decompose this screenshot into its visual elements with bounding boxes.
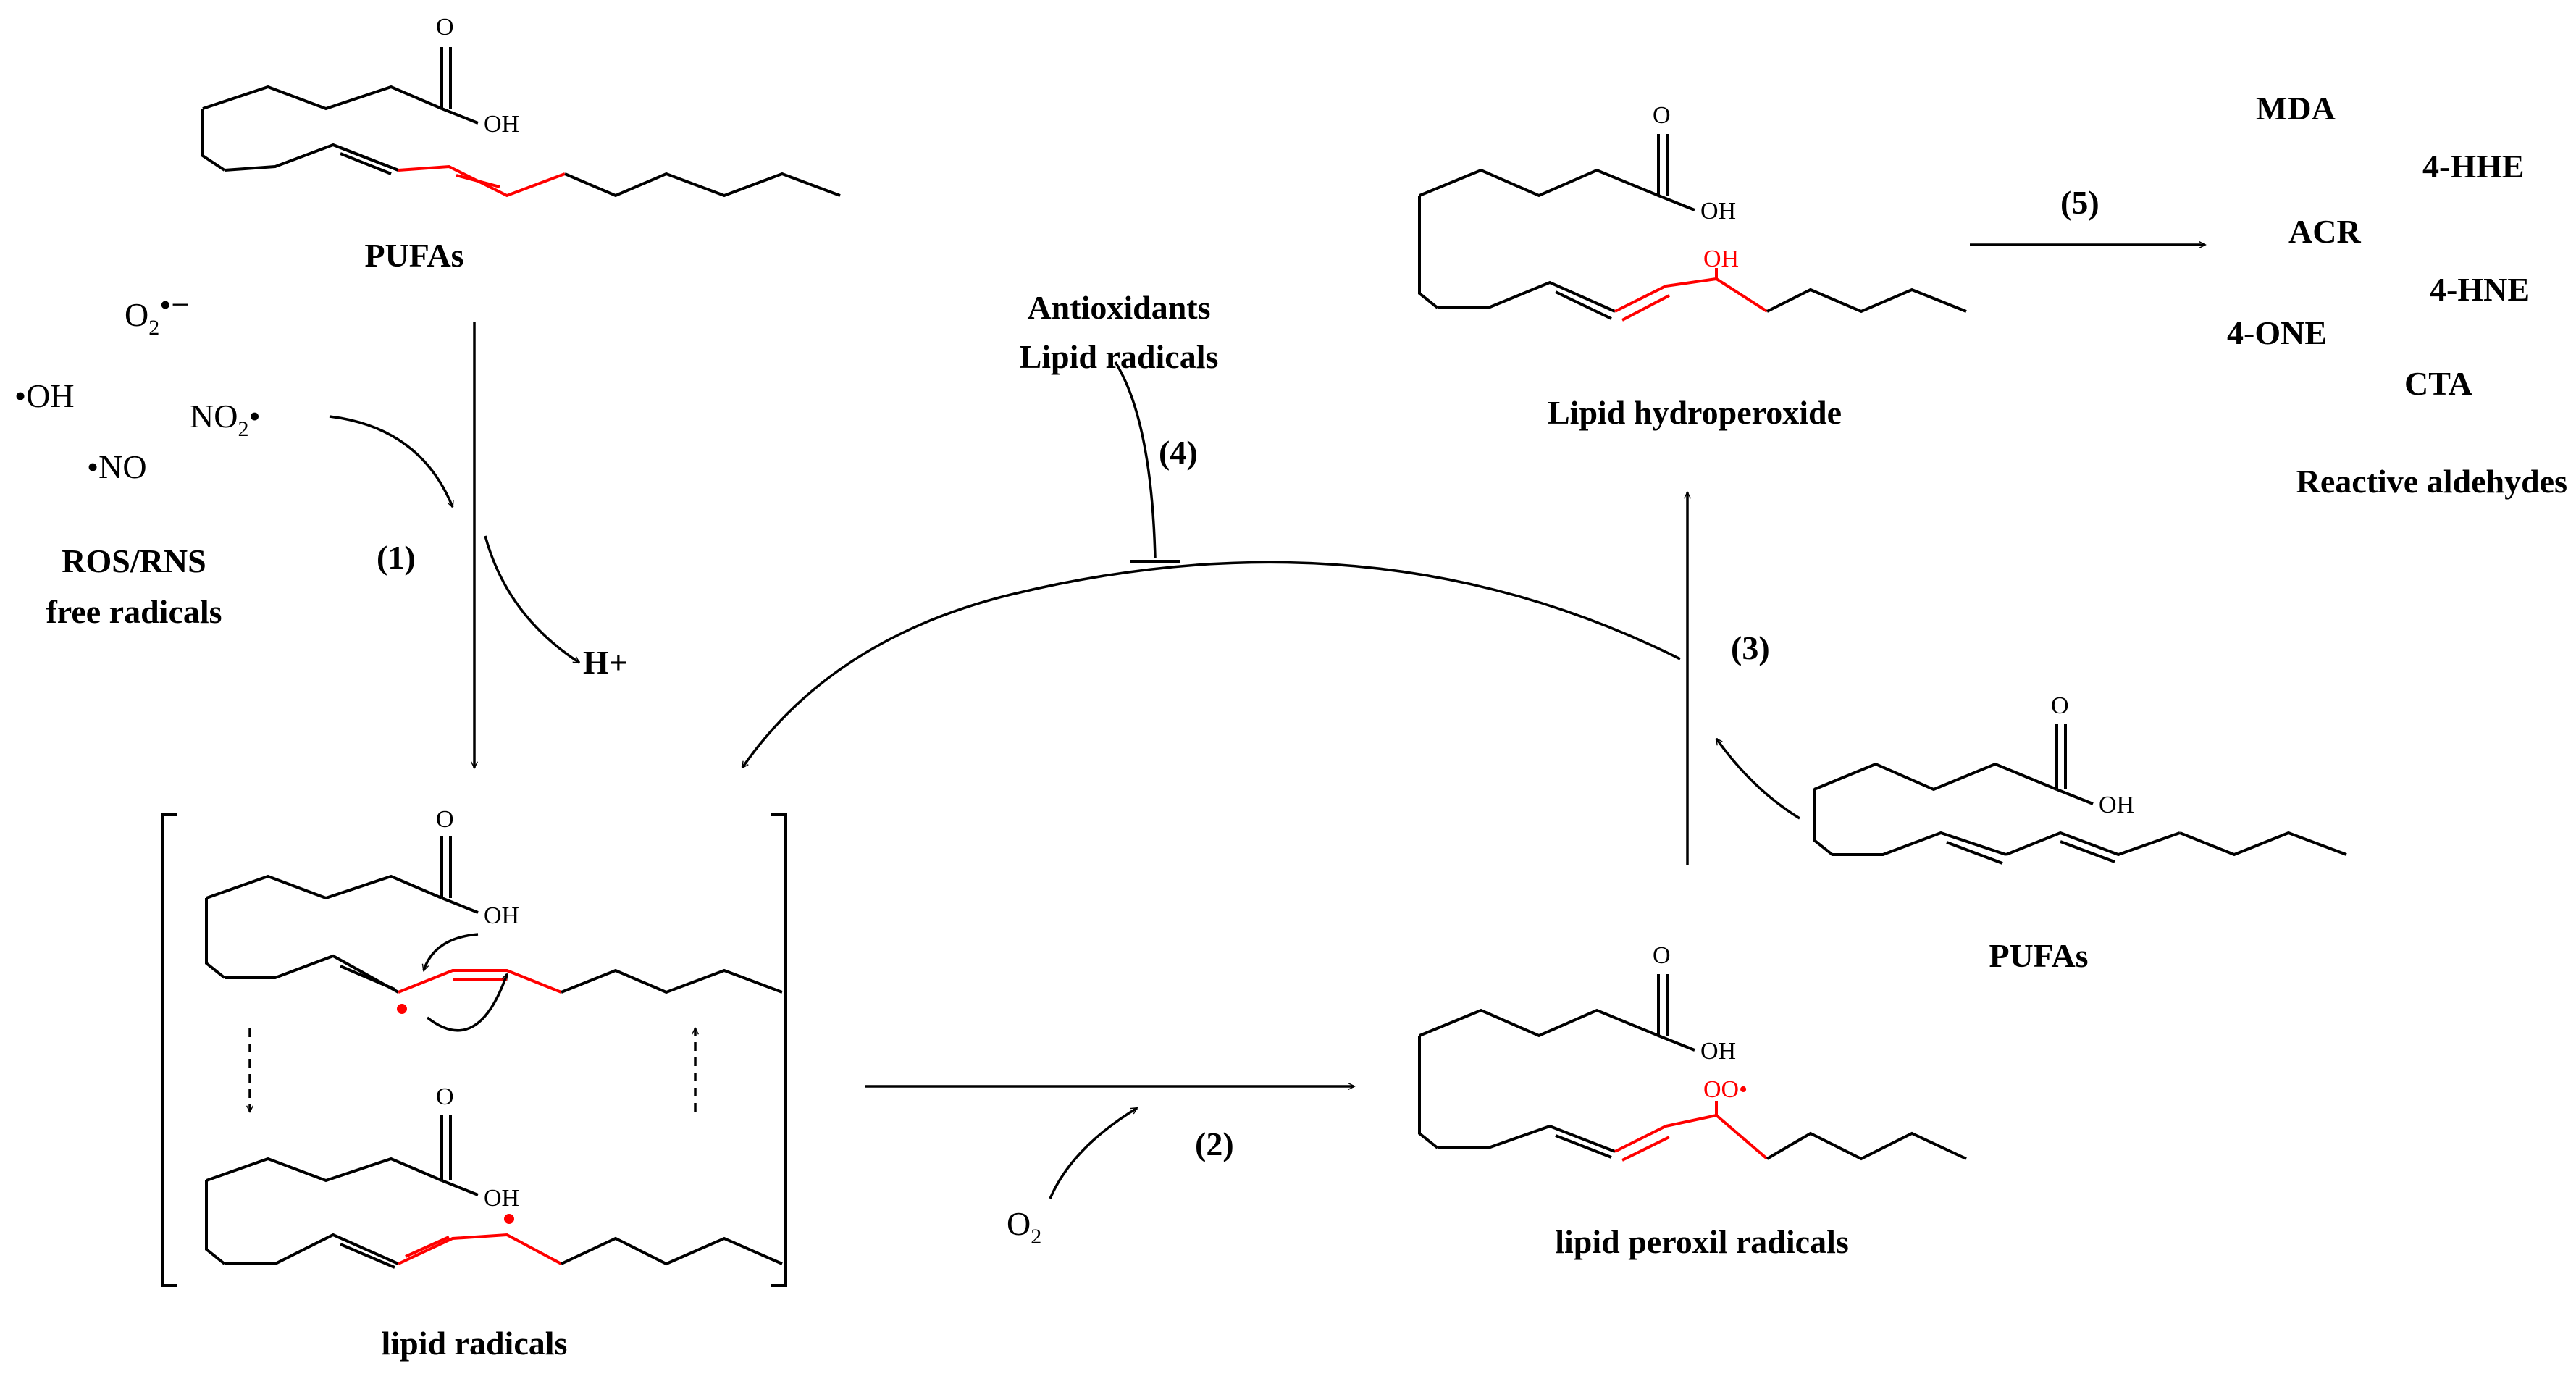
nitric-oxide-radical: •NO: [87, 448, 147, 485]
aldehyde-4-one: 4-ONE: [2227, 314, 2327, 351]
radical-dot-upper: [397, 1004, 407, 1014]
hydroperoxide-hydroxyl: OH: [1700, 198, 1736, 225]
lipid-radical-lower-hydroxyl: OH: [484, 1185, 519, 1212]
aldehyde-4-hhe: 4-HHE: [2422, 148, 2525, 185]
h-release-arrow: [484, 535, 579, 664]
pufa-right-oxygen: O: [2051, 692, 2069, 719]
free-radicals-label: free radicals: [46, 593, 222, 630]
peroxil-hydroxyl: OH: [1700, 1038, 1736, 1065]
antioxidants-label: Antioxidants: [1027, 289, 1210, 326]
lipid-hydroperoxide-molecule: O OH OH Lipid hydroperoxide: [1418, 102, 1967, 431]
oxygen-reagent: O2: [1007, 1205, 1041, 1249]
reactive-aldehydes-group: MDA 4-HHE ACR 4-HNE 4-ONE CTA Reactive a…: [2227, 90, 2567, 500]
step4-label: (4): [1159, 434, 1198, 471]
pufa-top-molecule: O OH PUFAs: [201, 14, 841, 274]
lipid-peroxil-molecule: O OH OO• lipid peroxil radicals: [1418, 942, 1967, 1260]
lipid-radical-lower-oxygen: O: [436, 1083, 454, 1110]
peroxyl-group: OO•: [1703, 1076, 1748, 1103]
free-radicals-group: •OH O2•− NO2• •NO ROS/RNS free radicals: [14, 286, 261, 630]
step3-label: (3): [1731, 629, 1770, 666]
inhibition-line: [1114, 361, 1157, 558]
oxygen-input-arrow: [1049, 1107, 1137, 1199]
lipid-radical-upper-oxygen: O: [436, 806, 454, 833]
pufa-right-label: PUFAs: [1989, 937, 2088, 974]
hydroxyl-radical: •OH: [14, 377, 75, 414]
aldehyde-mda: MDA: [2256, 90, 2336, 127]
aldehyde-acr: ACR: [2288, 213, 2361, 250]
step1-label: (1): [377, 539, 416, 576]
ros-rns-label: ROS/RNS: [62, 542, 206, 579]
h-plus-label: H+: [583, 644, 628, 681]
pufa-top-label: PUFAs: [364, 237, 463, 274]
radical-chain-arc: [741, 561, 1681, 768]
lipid-peroxil-label: lipid peroxil radicals: [1555, 1223, 1849, 1260]
lipid-radical-upper-hydroxyl: OH: [484, 902, 519, 929]
radical-attack-arrow: [329, 415, 453, 507]
pufa-right-molecule: O OH PUFAs: [1813, 692, 2347, 974]
superoxide-radical: O2•−: [125, 286, 190, 340]
lipid-hydroperoxide-label: Lipid hydroperoxide: [1548, 394, 1842, 431]
electron-shift-arrow-1: [424, 933, 479, 970]
lipid-radicals-inhibitor-label: Lipid radicals: [1020, 338, 1219, 375]
lipid-radicals-label: lipid radicals: [382, 1325, 568, 1362]
pufa-input-arrow: [1715, 739, 1800, 820]
aldehyde-cta: CTA: [2404, 365, 2472, 402]
pufa-top-oxygen: O: [436, 14, 454, 41]
nitrogen-dioxide-radical: NO2•: [190, 398, 261, 441]
radical-dot-lower: [504, 1214, 514, 1224]
aldehyde-4-hne: 4-HNE: [2430, 271, 2530, 308]
electron-shift-arrow-2: [426, 974, 507, 1032]
hydroperoxide-alcohol: OH: [1703, 246, 1739, 272]
step2-label: (2): [1195, 1125, 1234, 1162]
peroxil-oxygen: O: [1653, 942, 1671, 969]
pufa-right-hydroxyl: OH: [2099, 792, 2134, 818]
step5-label: (5): [2060, 184, 2099, 221]
reactive-aldehydes-label: Reactive aldehydes: [2296, 463, 2567, 500]
pufa-top-hydroxyl: OH: [484, 111, 519, 138]
hydroperoxide-oxygen: O: [1653, 102, 1671, 129]
lipid-radicals-box: O OH O OH lipid radicals: [161, 806, 787, 1362]
